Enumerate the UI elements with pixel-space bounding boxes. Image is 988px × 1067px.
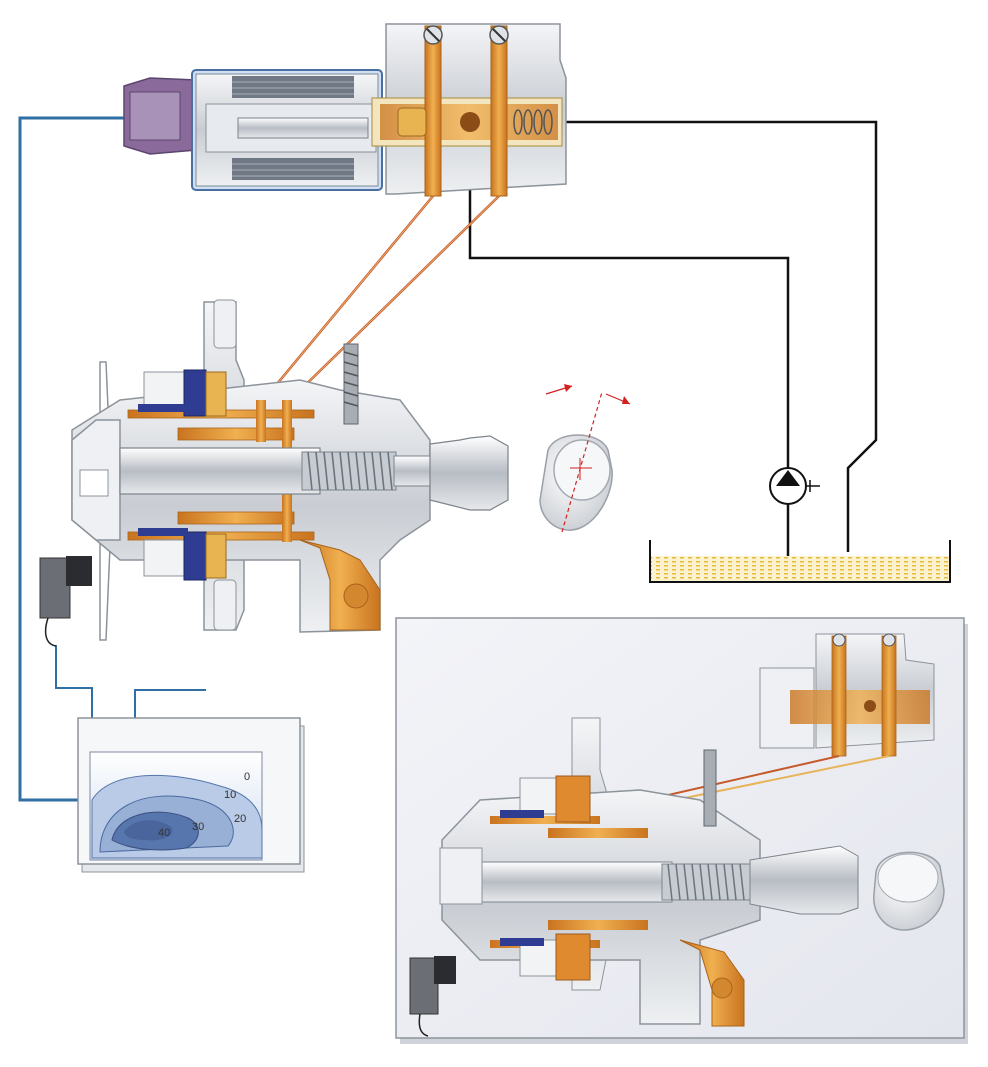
camshaft-lobe-icon (539, 384, 631, 533)
camshaft-sensor-icon (39, 556, 92, 647)
map-label-10: 10 (224, 789, 236, 801)
camshaft-adjuster (71, 299, 509, 641)
control-oil-lines (261, 195, 500, 403)
oil-sump (649, 540, 951, 583)
map-label-40: 40 (158, 827, 170, 839)
signal-line (18, 116, 206, 802)
inset-solenoid-valve (759, 633, 935, 757)
solenoid-valve (123, 23, 567, 197)
valve-spring (513, 109, 553, 135)
pump-symbol (769, 467, 820, 505)
map-label-30: 30 (192, 821, 204, 833)
engine-map: 0 10 20 30 40 (77, 717, 305, 873)
inset-sensor-icon (409, 956, 456, 1037)
inset-panel (395, 617, 968, 1044)
inset-camshaft-adjuster (439, 717, 859, 1027)
return-line (468, 120, 878, 568)
map-label-20: 20 (234, 813, 246, 825)
inset-camshaft-lobe-icon (873, 851, 945, 931)
map-label-0: 0 (244, 771, 250, 783)
